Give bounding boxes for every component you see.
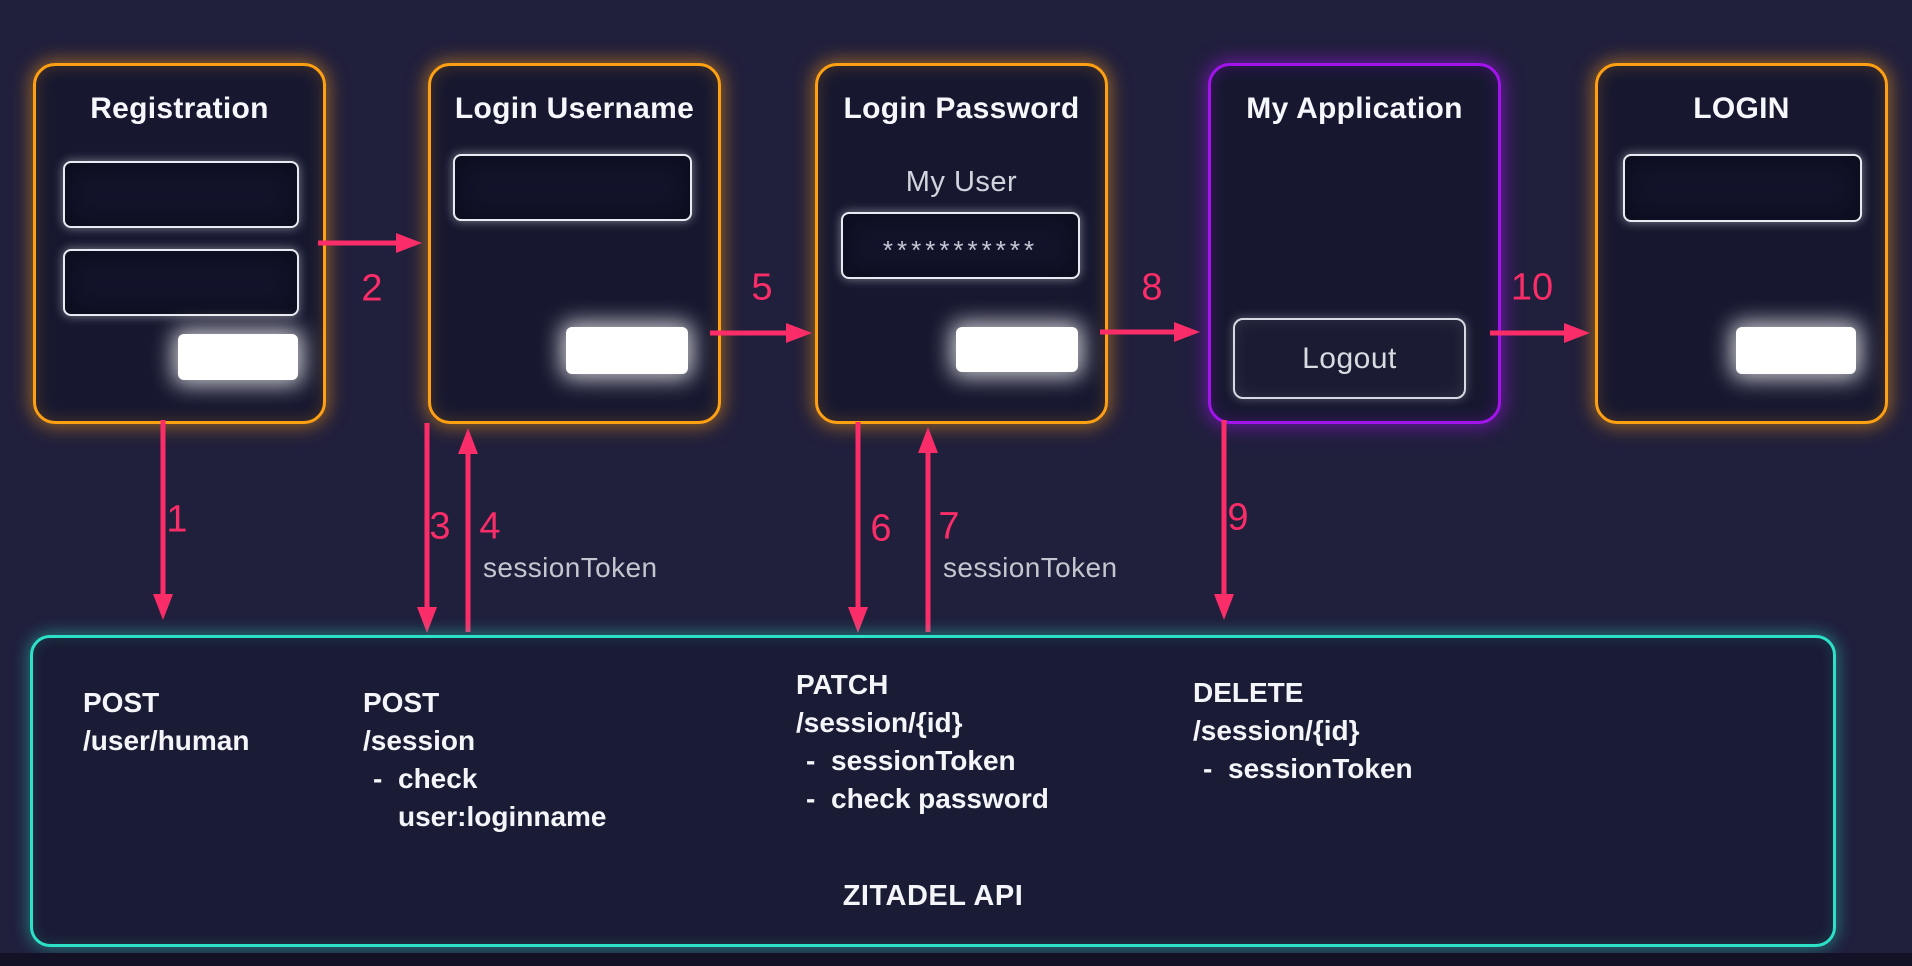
step-1-label: 1 — [166, 498, 188, 541]
endpoint-bullet: - sessionToken — [1203, 753, 1413, 784]
login-password-card: Login Password My User *********** — [815, 63, 1108, 424]
password-mask-text: *********** — [882, 235, 1039, 265]
my-application-card-title: My Application — [1246, 92, 1463, 125]
api-endpoint-patch-session: PATCH /session/{id} - sessionToken - che… — [796, 666, 1049, 818]
step-3-label: 3 — [429, 505, 451, 548]
api-endpoint-post-session: POST /session - check user:loginname — [363, 684, 606, 836]
my-user-label: My User — [905, 166, 1018, 198]
registration-submit-button[interactable] — [178, 334, 298, 380]
step-8-label: 8 — [1141, 266, 1163, 309]
step-6-label: 6 — [870, 507, 892, 550]
endpoint-method: DELETE — [1193, 677, 1304, 708]
endpoint-path: /session — [363, 725, 476, 756]
login-password-submit-button[interactable] — [956, 327, 1078, 372]
password-input[interactable]: *********** — [841, 212, 1080, 279]
step-5-label: 5 — [751, 266, 773, 309]
login-input[interactable] — [1623, 154, 1862, 222]
step-2-label: 2 — [361, 267, 383, 310]
endpoint-path: /session/{id} — [1193, 715, 1360, 746]
endpoint-bullet: - check password — [806, 783, 1049, 814]
endpoint-bullet: - check user:loginname — [373, 763, 607, 832]
step-7-label: 7 — [938, 505, 960, 548]
login-card-title: LOGIN — [1693, 92, 1790, 125]
step-9-label: 9 — [1227, 496, 1249, 539]
login-username-card: Login Username — [428, 63, 721, 424]
bottom-edge-strip — [0, 953, 1912, 966]
zitadel-api-box: POST /user/human POST /session - check u… — [30, 635, 1836, 947]
endpoint-bullet: - sessionToken — [806, 745, 1016, 776]
registration-input-1[interactable] — [63, 161, 299, 228]
zitadel-api-title: ZITADEL API — [842, 880, 1024, 912]
session-token-label-left: sessionToken — [483, 552, 658, 583]
login-username-card-title: Login Username — [454, 92, 695, 125]
endpoint-method: POST — [83, 687, 160, 718]
api-endpoint-delete-session: DELETE /session/{id} - sessionToken — [1193, 674, 1413, 788]
logout-button[interactable]: Logout — [1233, 318, 1466, 399]
endpoint-path: /session/{id} — [796, 707, 963, 738]
step-10-label: 10 — [1510, 266, 1554, 309]
registration-card-title: Registration — [90, 92, 269, 125]
step-4-label: 4 — [479, 505, 501, 548]
endpoint-path: /user/human — [83, 725, 250, 756]
endpoint-method: PATCH — [796, 669, 889, 700]
my-application-card: My Application Logout — [1208, 63, 1501, 424]
registration-input-2[interactable] — [63, 249, 299, 316]
login-submit-button[interactable] — [1736, 327, 1856, 374]
api-endpoint-post-user-human: POST /user/human — [83, 684, 249, 760]
login-username-submit-button[interactable] — [566, 327, 688, 374]
login-card: LOGIN — [1595, 63, 1888, 424]
username-input[interactable] — [453, 154, 692, 221]
endpoint-method: POST — [363, 687, 440, 718]
session-token-label-right: sessionToken — [943, 552, 1118, 583]
login-password-card-title: Login Password — [843, 92, 1080, 125]
registration-card: Registration — [33, 63, 326, 424]
